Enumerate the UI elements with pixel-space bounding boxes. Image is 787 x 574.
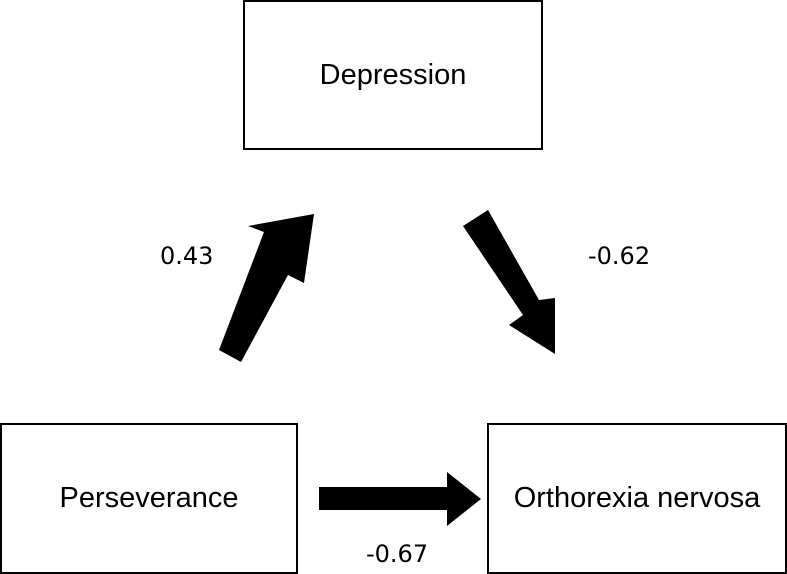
arrow-perseverance-to-depression	[219, 214, 314, 362]
coefficient-perseverance-depression: 0.43	[160, 242, 214, 270]
depression-label: Depression	[319, 58, 467, 91]
coefficient-depression-orthorexia: -0.62	[588, 242, 651, 270]
arrow-depression-to-orthorexia	[463, 210, 555, 354]
perseverance-node: Perseverance	[0, 423, 298, 574]
depression-node: Depression	[243, 0, 543, 150]
coefficient-perseverance-orthorexia: -0.67	[366, 540, 429, 568]
perseverance-label: Perseverance	[59, 482, 239, 514]
orthorexia-label: Orthorexia nervosa	[513, 482, 761, 514]
arrow-perseverance-to-orthorexia	[319, 472, 481, 526]
orthorexia-node: Orthorexia nervosa	[487, 423, 787, 574]
